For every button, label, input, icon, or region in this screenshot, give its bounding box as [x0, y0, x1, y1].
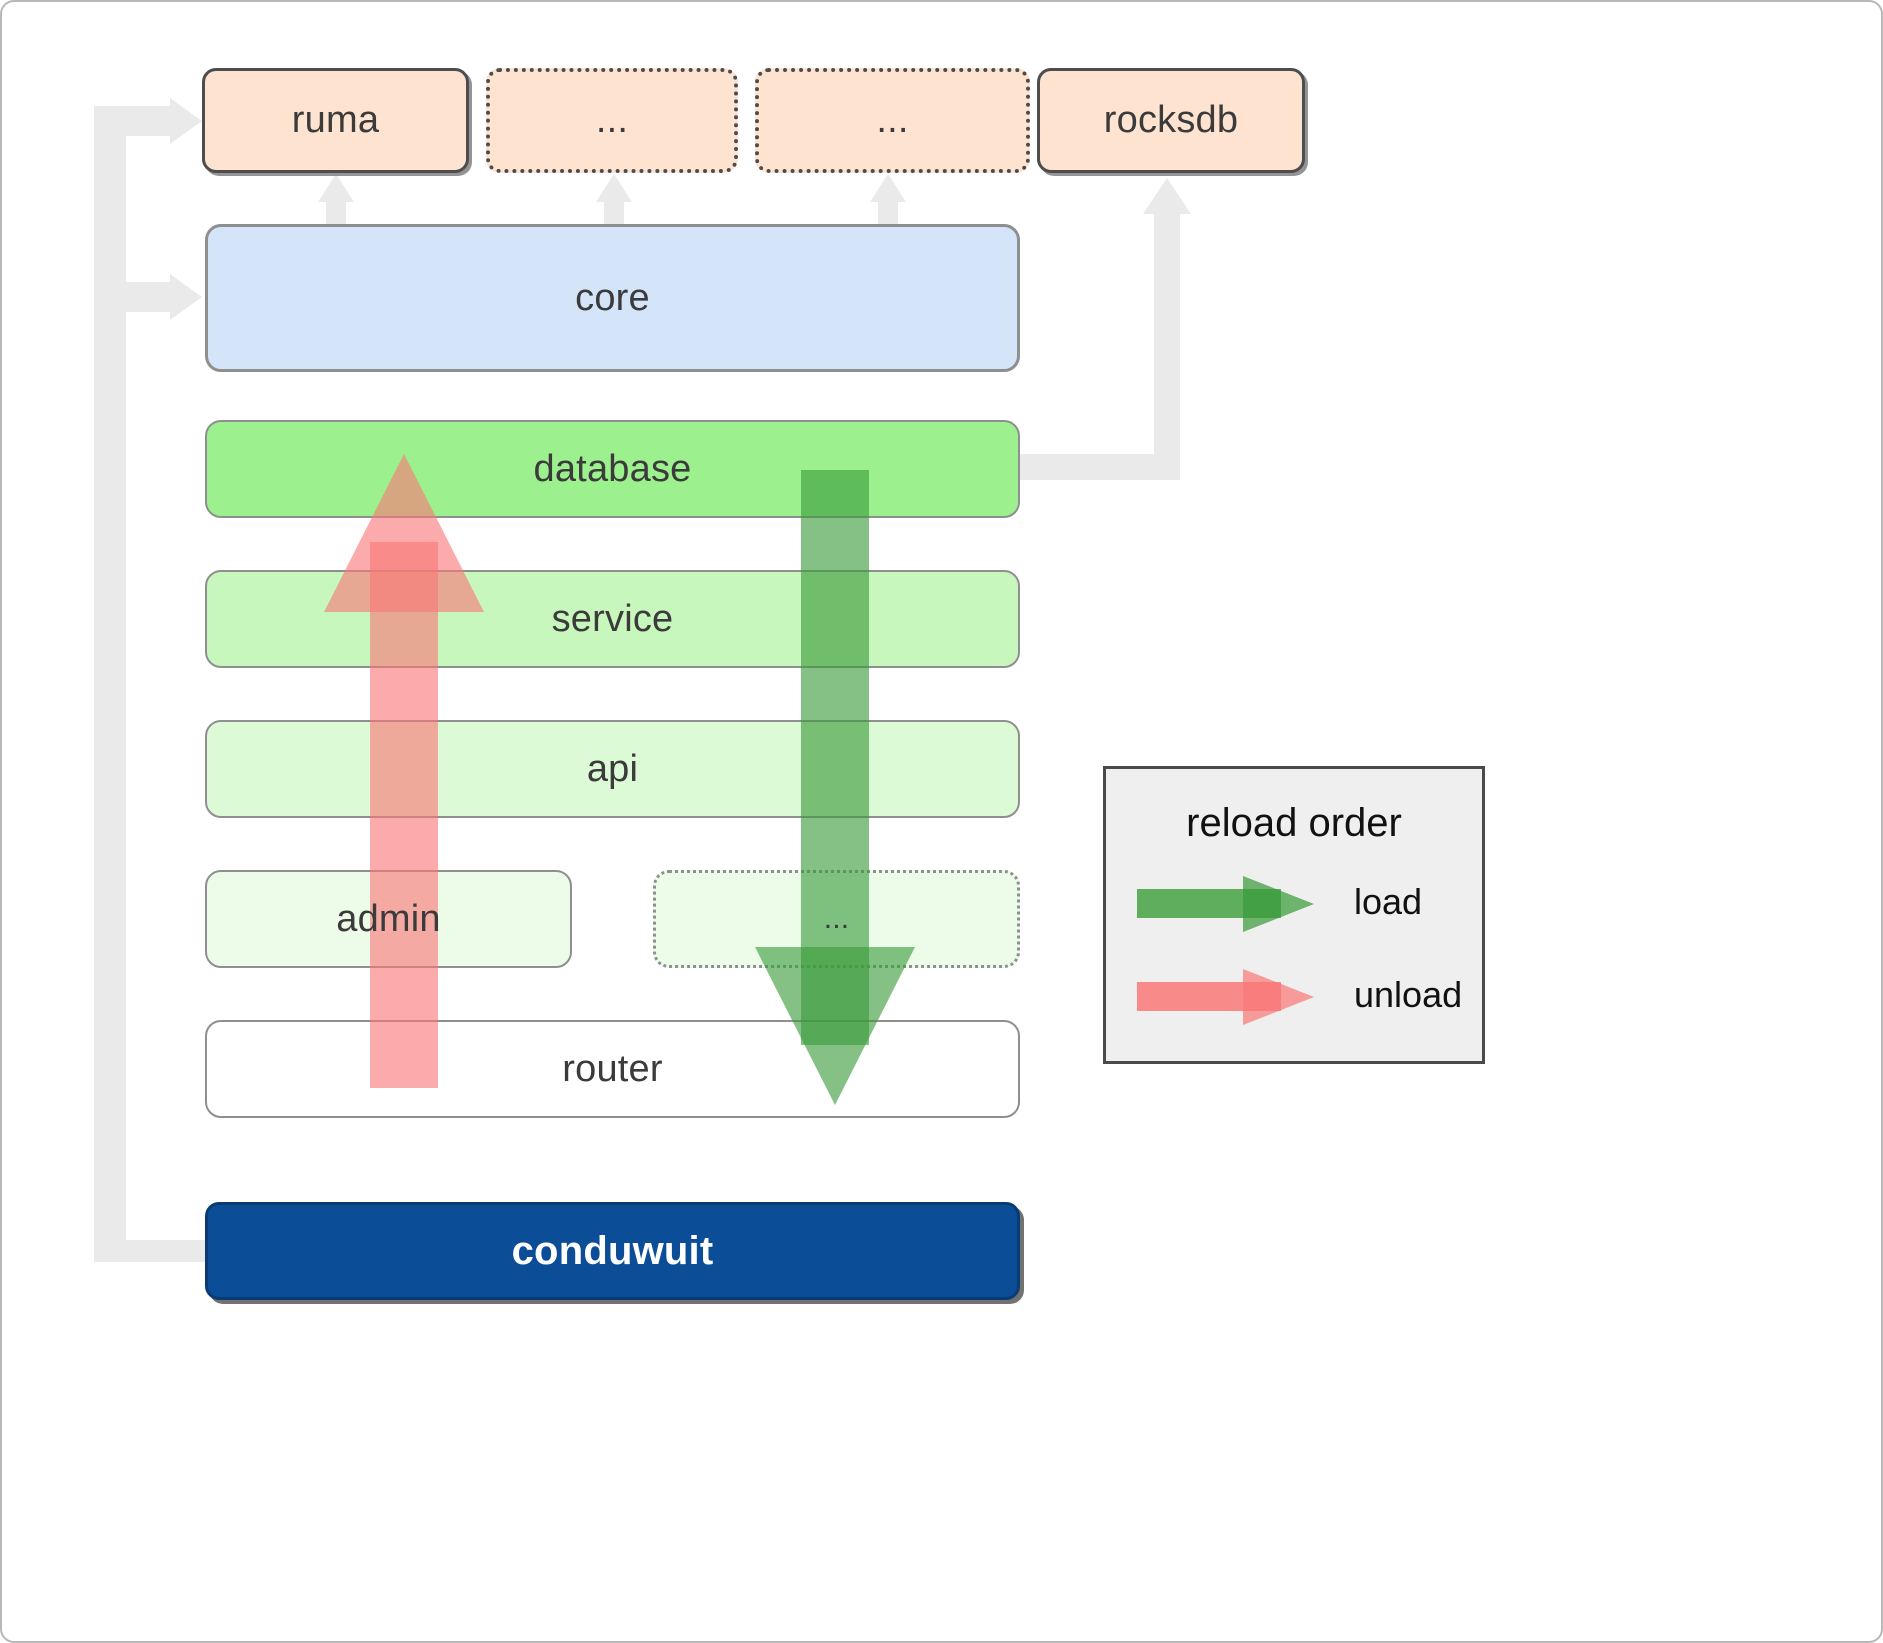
- layer-box-service-label: service: [551, 597, 674, 640]
- legend-title: reload order: [1186, 801, 1402, 845]
- layer-box-ellipsis-label: ...: [823, 902, 850, 935]
- layer-box-api[interactable]: api: [205, 720, 1020, 818]
- dep-box-rocksdb[interactable]: rocksdb: [1037, 68, 1305, 173]
- connector-conduwuit-bottom: [94, 1240, 214, 1262]
- arrow-core-to-dep2-head: [596, 174, 632, 202]
- layer-box-router-label: router: [562, 1047, 663, 1090]
- dep-box-rocksdb-label: rocksdb: [1103, 99, 1239, 141]
- legend-unload-label: unload: [1354, 974, 1463, 1015]
- unload-arrow-head: [324, 454, 484, 612]
- dep-box-ellipsis-1[interactable]: ...: [486, 68, 738, 173]
- dep-box-ruma[interactable]: ruma: [202, 68, 469, 173]
- load-arrow-head: [755, 947, 915, 1105]
- root-box-conduwuit[interactable]: conduwuit: [205, 1202, 1020, 1300]
- arrow-core-to-dep2-stem: [604, 198, 624, 228]
- dep-box-ruma-label: ruma: [291, 99, 380, 141]
- legend-load-arrowhead: [1243, 876, 1314, 932]
- connector-db-to-rocksdb-arrowhead: [1143, 178, 1191, 214]
- legend-load-label: load: [1354, 881, 1423, 922]
- legend-unload-arrowhead: [1243, 969, 1314, 1025]
- arrow-core-to-ruma-stem: [326, 198, 346, 228]
- arrow-core-to-dep3-head: [870, 174, 906, 202]
- connector-to-ruma-stem: [94, 106, 178, 136]
- root-box-conduwuit-label: conduwuit: [511, 1228, 714, 1273]
- dep-box-ellipsis-1-label: ...: [595, 99, 629, 141]
- dep-box-ellipsis-2-label: ...: [876, 99, 909, 141]
- layer-box-admin-label: admin: [336, 897, 441, 940]
- core-box[interactable]: core: [205, 224, 1020, 372]
- legend-panel: reload order load unload: [1103, 766, 1485, 1064]
- connector-to-core-arrowhead: [170, 274, 202, 320]
- connector-db-to-rocksdb-vertical: [1154, 212, 1180, 480]
- unload-arrow-shaft: [370, 542, 438, 1088]
- connector-db-to-rocksdb-horizontal: [1020, 454, 1180, 480]
- core-box-label: core: [575, 276, 650, 319]
- arrow-core-to-dep3-stem: [878, 198, 898, 228]
- connector-to-core-stem: [94, 282, 178, 312]
- layer-box-service[interactable]: service: [205, 570, 1020, 668]
- connector-to-ruma-arrowhead: [170, 98, 202, 144]
- layer-box-database-label: database: [533, 447, 692, 490]
- dep-box-ellipsis-2[interactable]: ...: [755, 68, 1030, 173]
- layer-box-api-label: api: [586, 747, 639, 790]
- arrow-core-to-ruma-head: [318, 174, 354, 202]
